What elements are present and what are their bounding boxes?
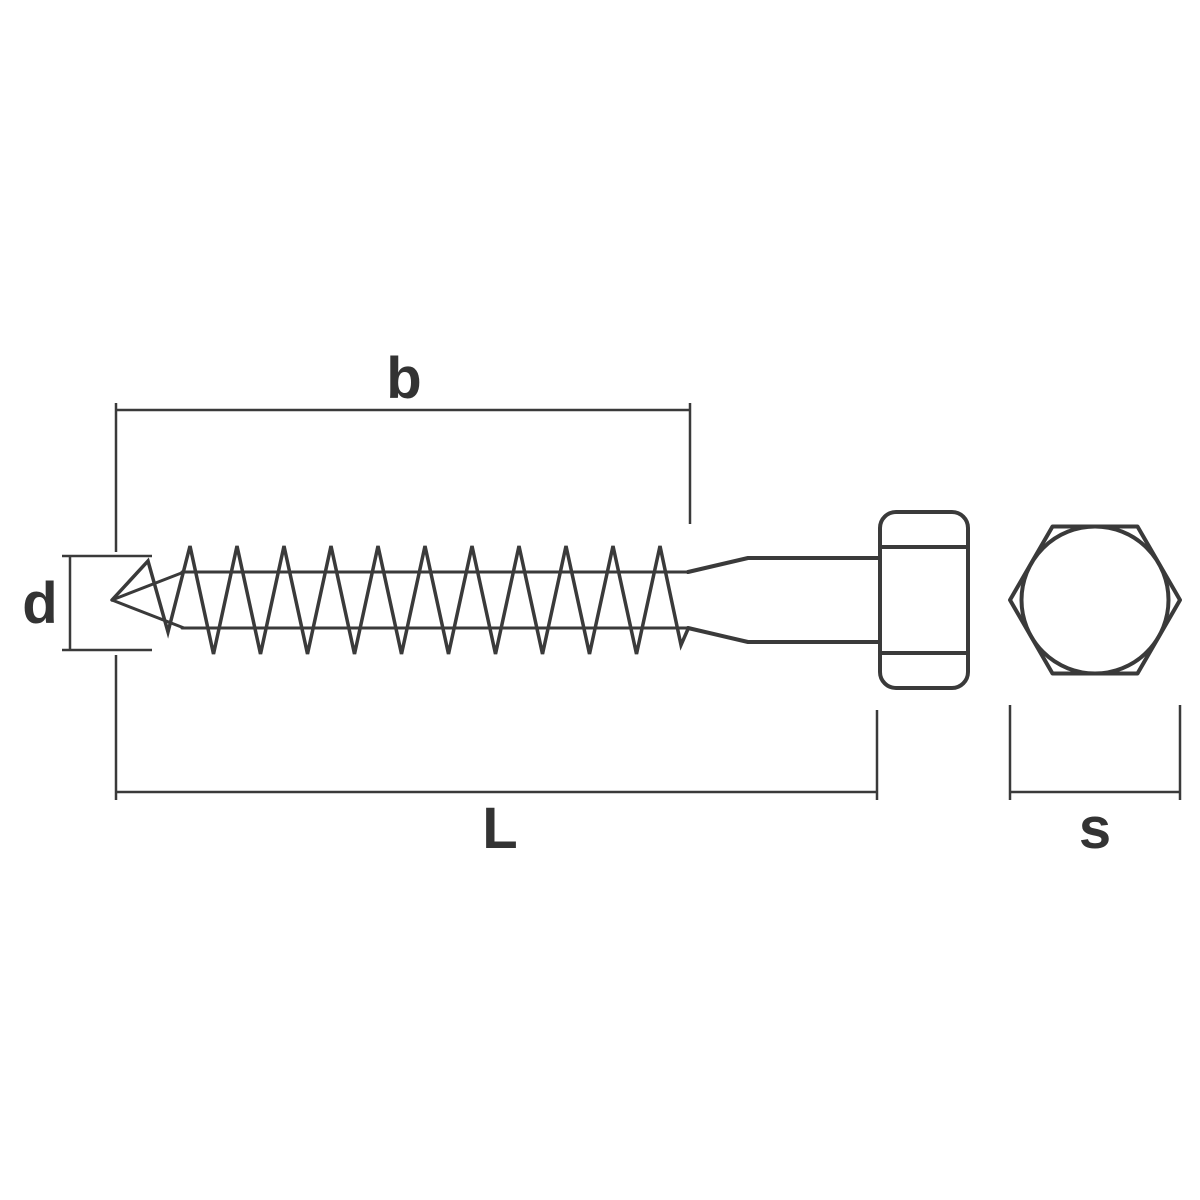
dimension-d-label: d	[22, 571, 57, 636]
dimension-b-label: b	[386, 346, 421, 411]
screw-shank-top	[686, 556, 882, 574]
dimension-s-label: s	[1079, 796, 1111, 861]
dimension-L-label: L	[482, 796, 517, 861]
dimension-s: s	[1008, 705, 1182, 861]
screw-shank-bottom	[686, 626, 882, 644]
screw-tip-taper-top	[110, 570, 186, 602]
head-inscribed-circle	[1019, 524, 1171, 676]
hexagon-outline	[1008, 524, 1182, 676]
dimension-b: b	[114, 346, 692, 552]
dimension-d: d	[22, 554, 152, 652]
screw-side-view	[110, 510, 970, 690]
dimension-L: L	[114, 655, 879, 861]
screw-head-end-view	[1008, 524, 1182, 676]
screw-head-side-view	[878, 510, 970, 690]
screw-thread	[110, 545, 690, 655]
